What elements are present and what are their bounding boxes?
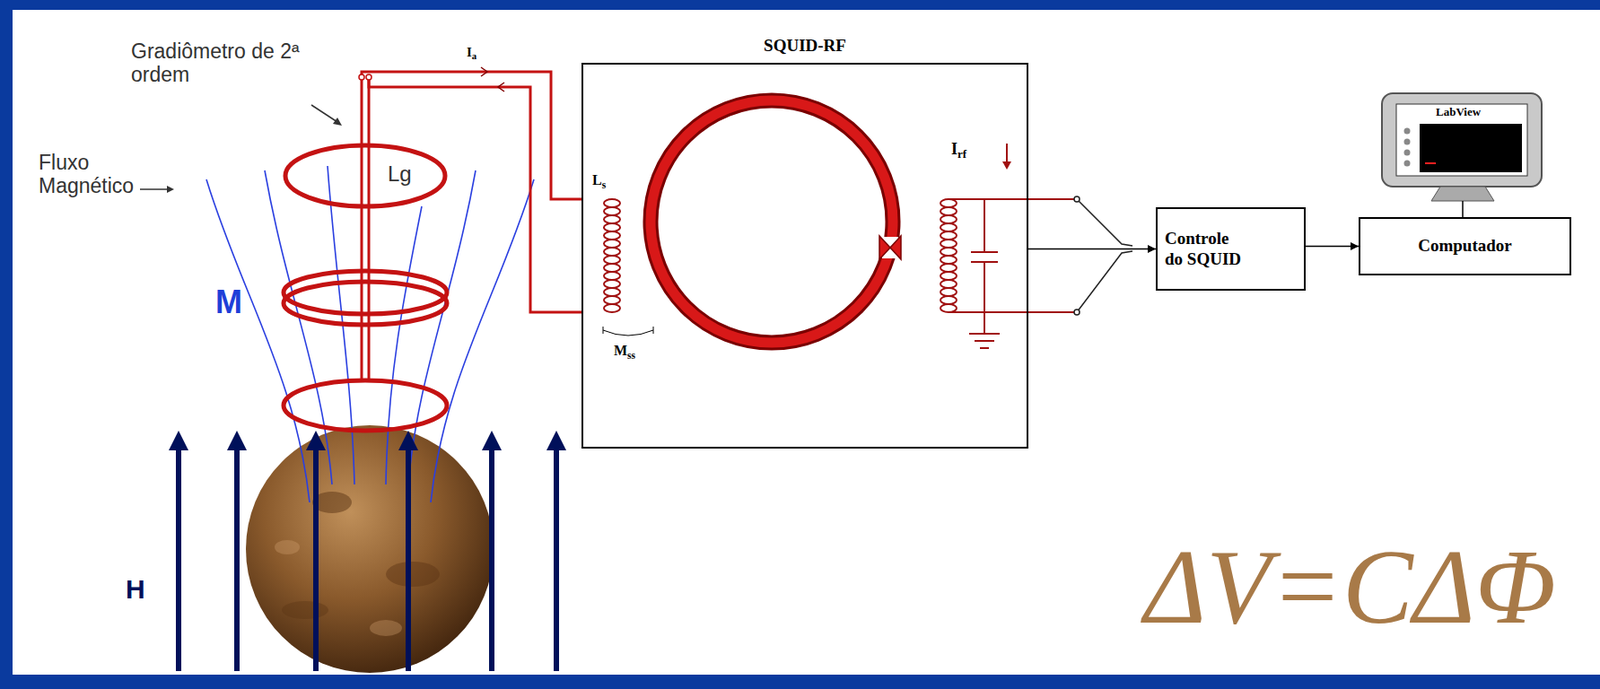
ground-symbol <box>969 333 1000 349</box>
inductance-label: Lg <box>387 161 412 187</box>
plot-trace <box>1425 162 1436 165</box>
current-arrow <box>480 67 488 77</box>
ring <box>650 100 893 343</box>
arrow-head <box>168 430 189 451</box>
texture <box>281 601 329 620</box>
ring-outline <box>650 100 893 343</box>
wire <box>360 78 364 381</box>
arrow-head <box>398 430 419 451</box>
signal-connector <box>1028 248 1156 251</box>
monitor-cable <box>1461 201 1464 218</box>
mutual-inductance-label: Mss <box>613 342 636 359</box>
signal-connector <box>1305 245 1359 248</box>
coils <box>603 143 1077 349</box>
input-coil <box>603 199 621 313</box>
rf-current-label: Irf <box>951 139 967 159</box>
rf-current-arrow <box>1005 143 1008 164</box>
arrow-shaft <box>489 448 495 672</box>
wire <box>368 77 613 313</box>
field-line <box>264 170 333 485</box>
pointer <box>139 188 169 191</box>
software-label: LabView <box>1435 105 1481 120</box>
tank-wire <box>948 199 1077 313</box>
pickup-loop <box>283 380 447 431</box>
squid-ring <box>650 100 901 343</box>
arrow-shaft <box>553 448 560 672</box>
box-title: SQUID-RF <box>583 35 1027 57</box>
screen-dot <box>1404 139 1411 146</box>
pickup-loop <box>283 281 447 325</box>
monitor-body <box>1381 93 1542 187</box>
wire <box>1076 199 1133 246</box>
monitor <box>1381 93 1542 218</box>
pickup-loop <box>283 271 447 315</box>
formula: ΔV=CΔΦ <box>1144 534 1557 641</box>
box-text: Controle do SQUID <box>1164 228 1247 271</box>
pointer-head <box>166 185 175 193</box>
h-field-arrows <box>168 430 567 672</box>
capacitor <box>970 199 998 334</box>
magnetization-label: M <box>215 283 243 321</box>
current-arrow <box>498 82 505 92</box>
field-label: H <box>125 574 146 606</box>
arrow-shaft <box>234 448 240 672</box>
box-text: Computador <box>1417 236 1513 257</box>
squid-box: SQUID-RF <box>581 62 1029 449</box>
pickup-loop <box>285 145 446 207</box>
arrow-shaft <box>175 448 182 672</box>
texture <box>274 540 300 555</box>
squid-panel <box>581 62 1029 449</box>
wire <box>361 71 613 200</box>
gradiometer-label: Gradiômetro de 2ª ordem <box>131 39 302 88</box>
gradiometer <box>283 67 613 431</box>
output-wires <box>1074 196 1133 315</box>
texture <box>385 561 440 587</box>
monitor-stand <box>1431 186 1495 202</box>
field-line <box>206 179 310 503</box>
wire <box>367 78 371 381</box>
terminal <box>366 74 372 80</box>
white-panel <box>12 9 1600 675</box>
field-line <box>430 179 534 503</box>
controller-box: Controle do SQUID <box>1155 207 1306 291</box>
screen-dot <box>1404 128 1411 135</box>
inductance-label: Ls <box>592 172 606 189</box>
flux-label: Fluxo Magnético <box>38 150 165 199</box>
texture <box>369 620 403 637</box>
mutual-inductance-mark <box>603 326 654 336</box>
pointer-arrows <box>139 104 342 193</box>
josephson-junction <box>890 236 901 260</box>
arrow-head <box>306 430 326 451</box>
screen <box>1396 104 1528 176</box>
terminal <box>1074 196 1080 202</box>
terminal <box>358 74 365 80</box>
arrow-head <box>481 430 502 451</box>
arrow-head <box>546 430 567 451</box>
ticks <box>603 326 654 334</box>
tank-coil <box>940 199 957 313</box>
terminal <box>1074 309 1080 315</box>
sample-sphere <box>245 425 494 674</box>
pointer-head <box>332 117 342 126</box>
rf-current-head <box>1002 161 1012 170</box>
screen-dot <box>1404 149 1411 157</box>
screen-dot <box>1404 160 1411 167</box>
arrow-shaft <box>313 448 319 672</box>
sphere <box>245 425 494 674</box>
plot-area <box>1419 123 1522 173</box>
wire <box>1076 251 1133 313</box>
arrow-head <box>227 430 247 451</box>
arc <box>603 330 654 336</box>
pointer <box>311 104 338 123</box>
arrow-shaft <box>405 448 411 672</box>
josephson-junction <box>879 236 891 260</box>
computer-box: Computador <box>1358 217 1572 276</box>
current-label: Ia <box>466 44 477 61</box>
field-line <box>385 206 422 485</box>
